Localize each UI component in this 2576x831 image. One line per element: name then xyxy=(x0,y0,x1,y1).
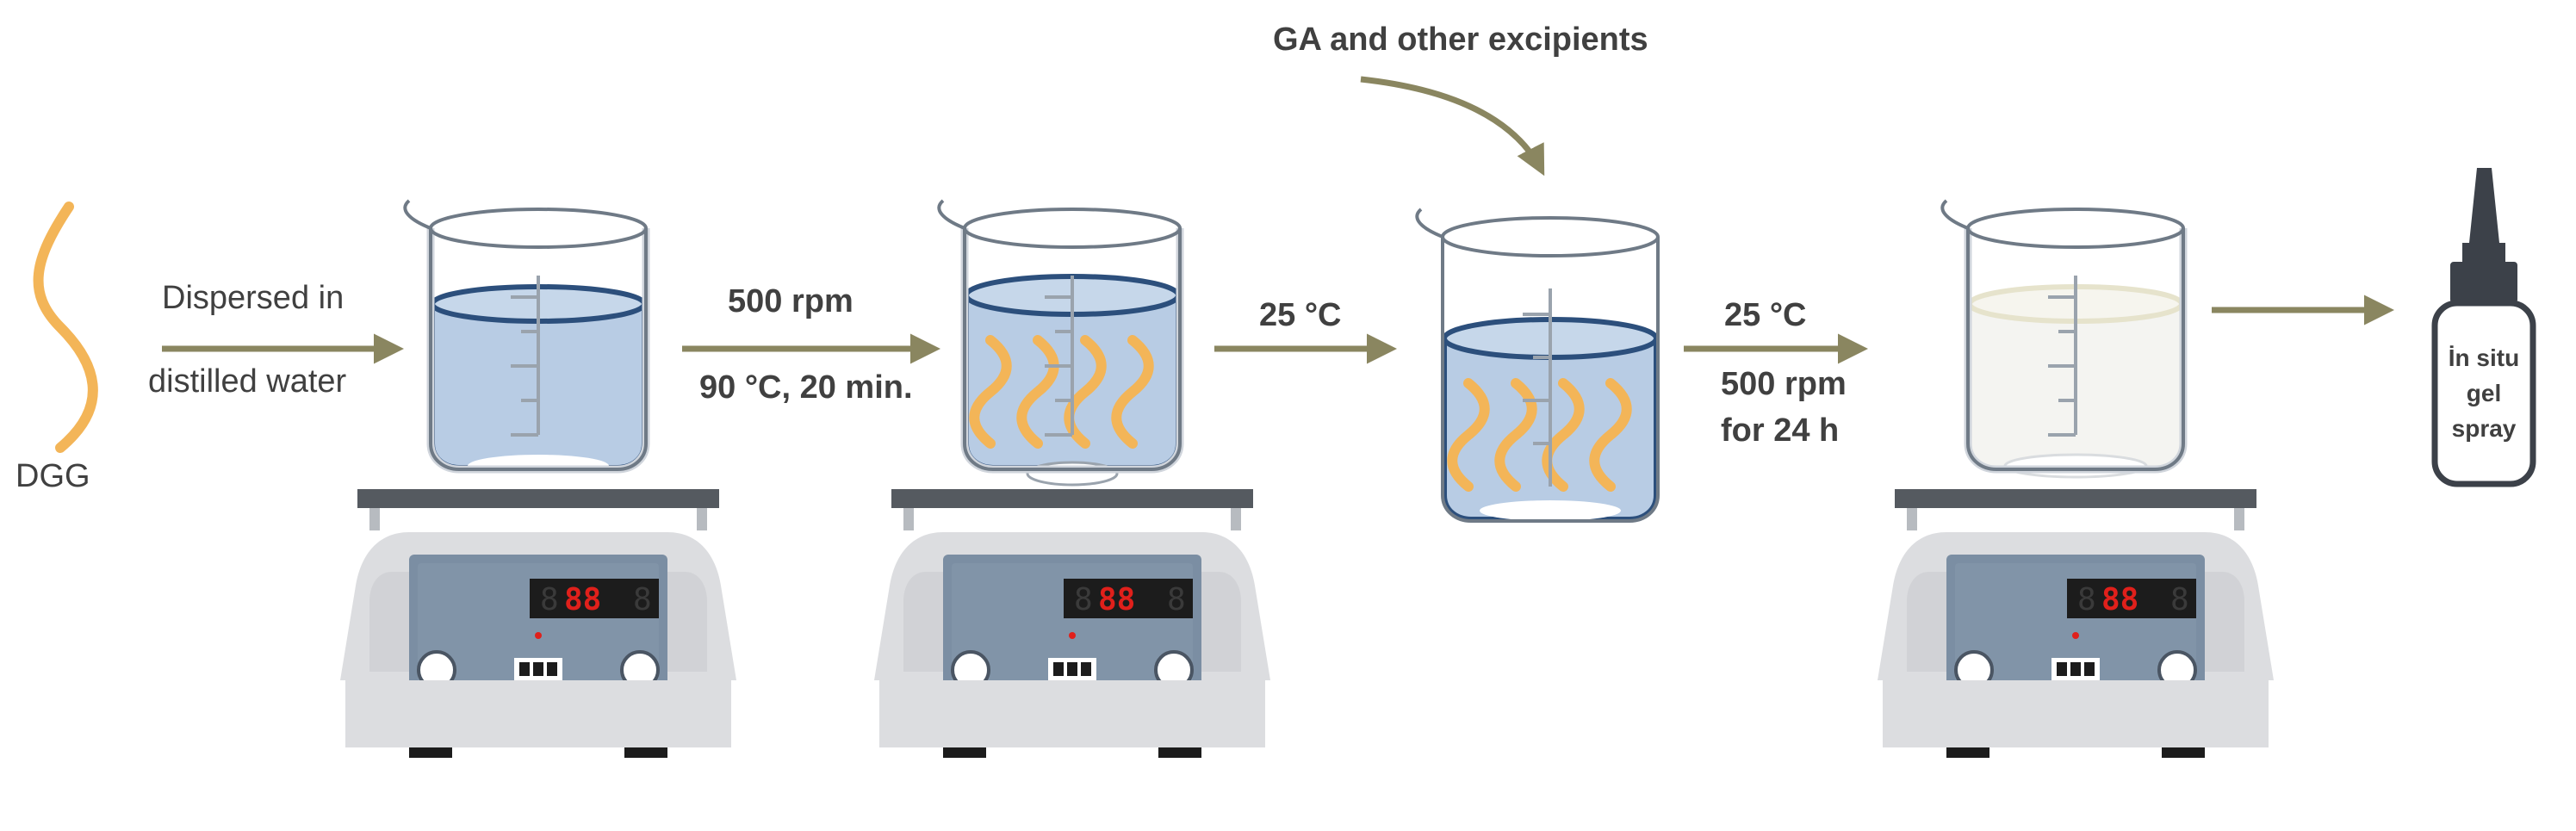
step4-label-line3: for 24 h xyxy=(1721,412,1839,449)
bottle-label-line3: spray xyxy=(2452,415,2517,442)
beaker-1 xyxy=(405,201,646,477)
beaker-2 xyxy=(939,201,1180,487)
additive-arrow xyxy=(1360,76,1545,177)
step1-label-line1: Dispersed in xyxy=(162,280,344,316)
step4-label-line1: 25 °C xyxy=(1724,297,1806,333)
beaker-4 xyxy=(1942,201,2183,479)
additive-label: GA and other excipients xyxy=(1273,22,1648,58)
stirrer-1 xyxy=(338,487,738,760)
step2-label-line1: 500 rpm xyxy=(728,283,853,319)
step4-label-line2: 500 rpm xyxy=(1721,366,1847,402)
bottle-label-line2: gel xyxy=(2467,380,2501,406)
dgg-label: DGG xyxy=(16,458,90,494)
bottle-label-line1: İn situ xyxy=(2449,344,2519,371)
step1-label-line2: distilled water xyxy=(148,363,347,400)
step3-label: 25 °C xyxy=(1259,297,1341,333)
stirrer-2 xyxy=(872,487,1272,760)
spray-bottle-icon xyxy=(2431,168,2536,487)
dgg-fiber-icon xyxy=(33,202,98,453)
stir-bar xyxy=(1480,500,1621,521)
stirrer-4 xyxy=(1876,487,2275,760)
step2-label-line2: 90 °C, 20 min. xyxy=(699,369,913,406)
beaker-3 xyxy=(1415,208,1660,523)
